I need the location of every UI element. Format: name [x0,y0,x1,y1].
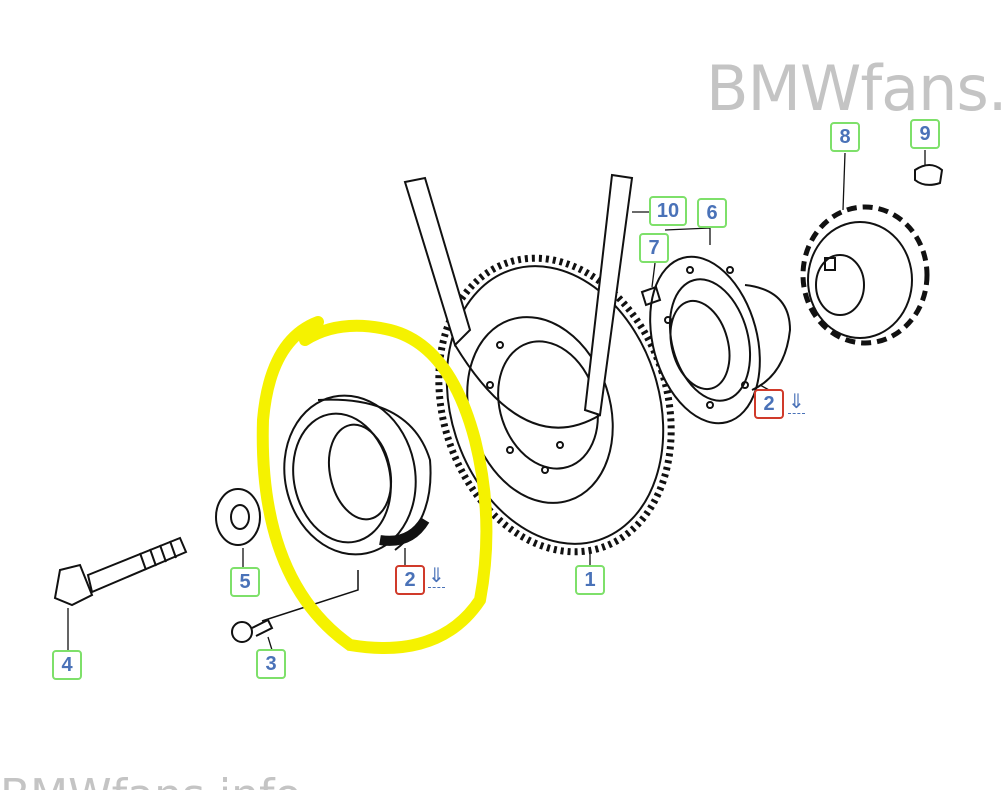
small-bolt [231,570,359,643]
callout-note-2[interactable]: 2 [395,565,425,595]
callout-part-3[interactable]: 3 [256,649,286,679]
v-belt [403,173,634,429]
callout-note-2-hub[interactable]: 2 [754,389,784,419]
woodruff-key [914,164,944,186]
callout-part-6[interactable]: 6 [697,198,727,228]
timing-sprocket [800,204,930,346]
callout-part-7[interactable]: 7 [639,233,669,263]
callout-part-4[interactable]: 4 [52,650,82,680]
hub-flange [640,255,792,425]
callout-part-8[interactable]: 8 [830,122,860,152]
callout-part-9[interactable]: 9 [910,119,940,149]
note-arrow[interactable]: ⇓ [428,565,445,588]
washer [215,488,261,546]
watermark-top: BMWfans. [706,52,1003,125]
leader-lines [67,150,926,651]
central-bolt [53,536,188,607]
callout-part-5[interactable]: 5 [230,567,260,597]
note-arrow-hub[interactable]: ⇓ [788,391,805,414]
callout-part-10[interactable]: 10 [649,196,687,226]
callout-part-1[interactable]: 1 [575,565,605,595]
watermark-bottom: BMWfans.info [0,770,301,790]
highlight-circle [256,316,493,654]
vibration-damper-pulley [283,394,432,556]
